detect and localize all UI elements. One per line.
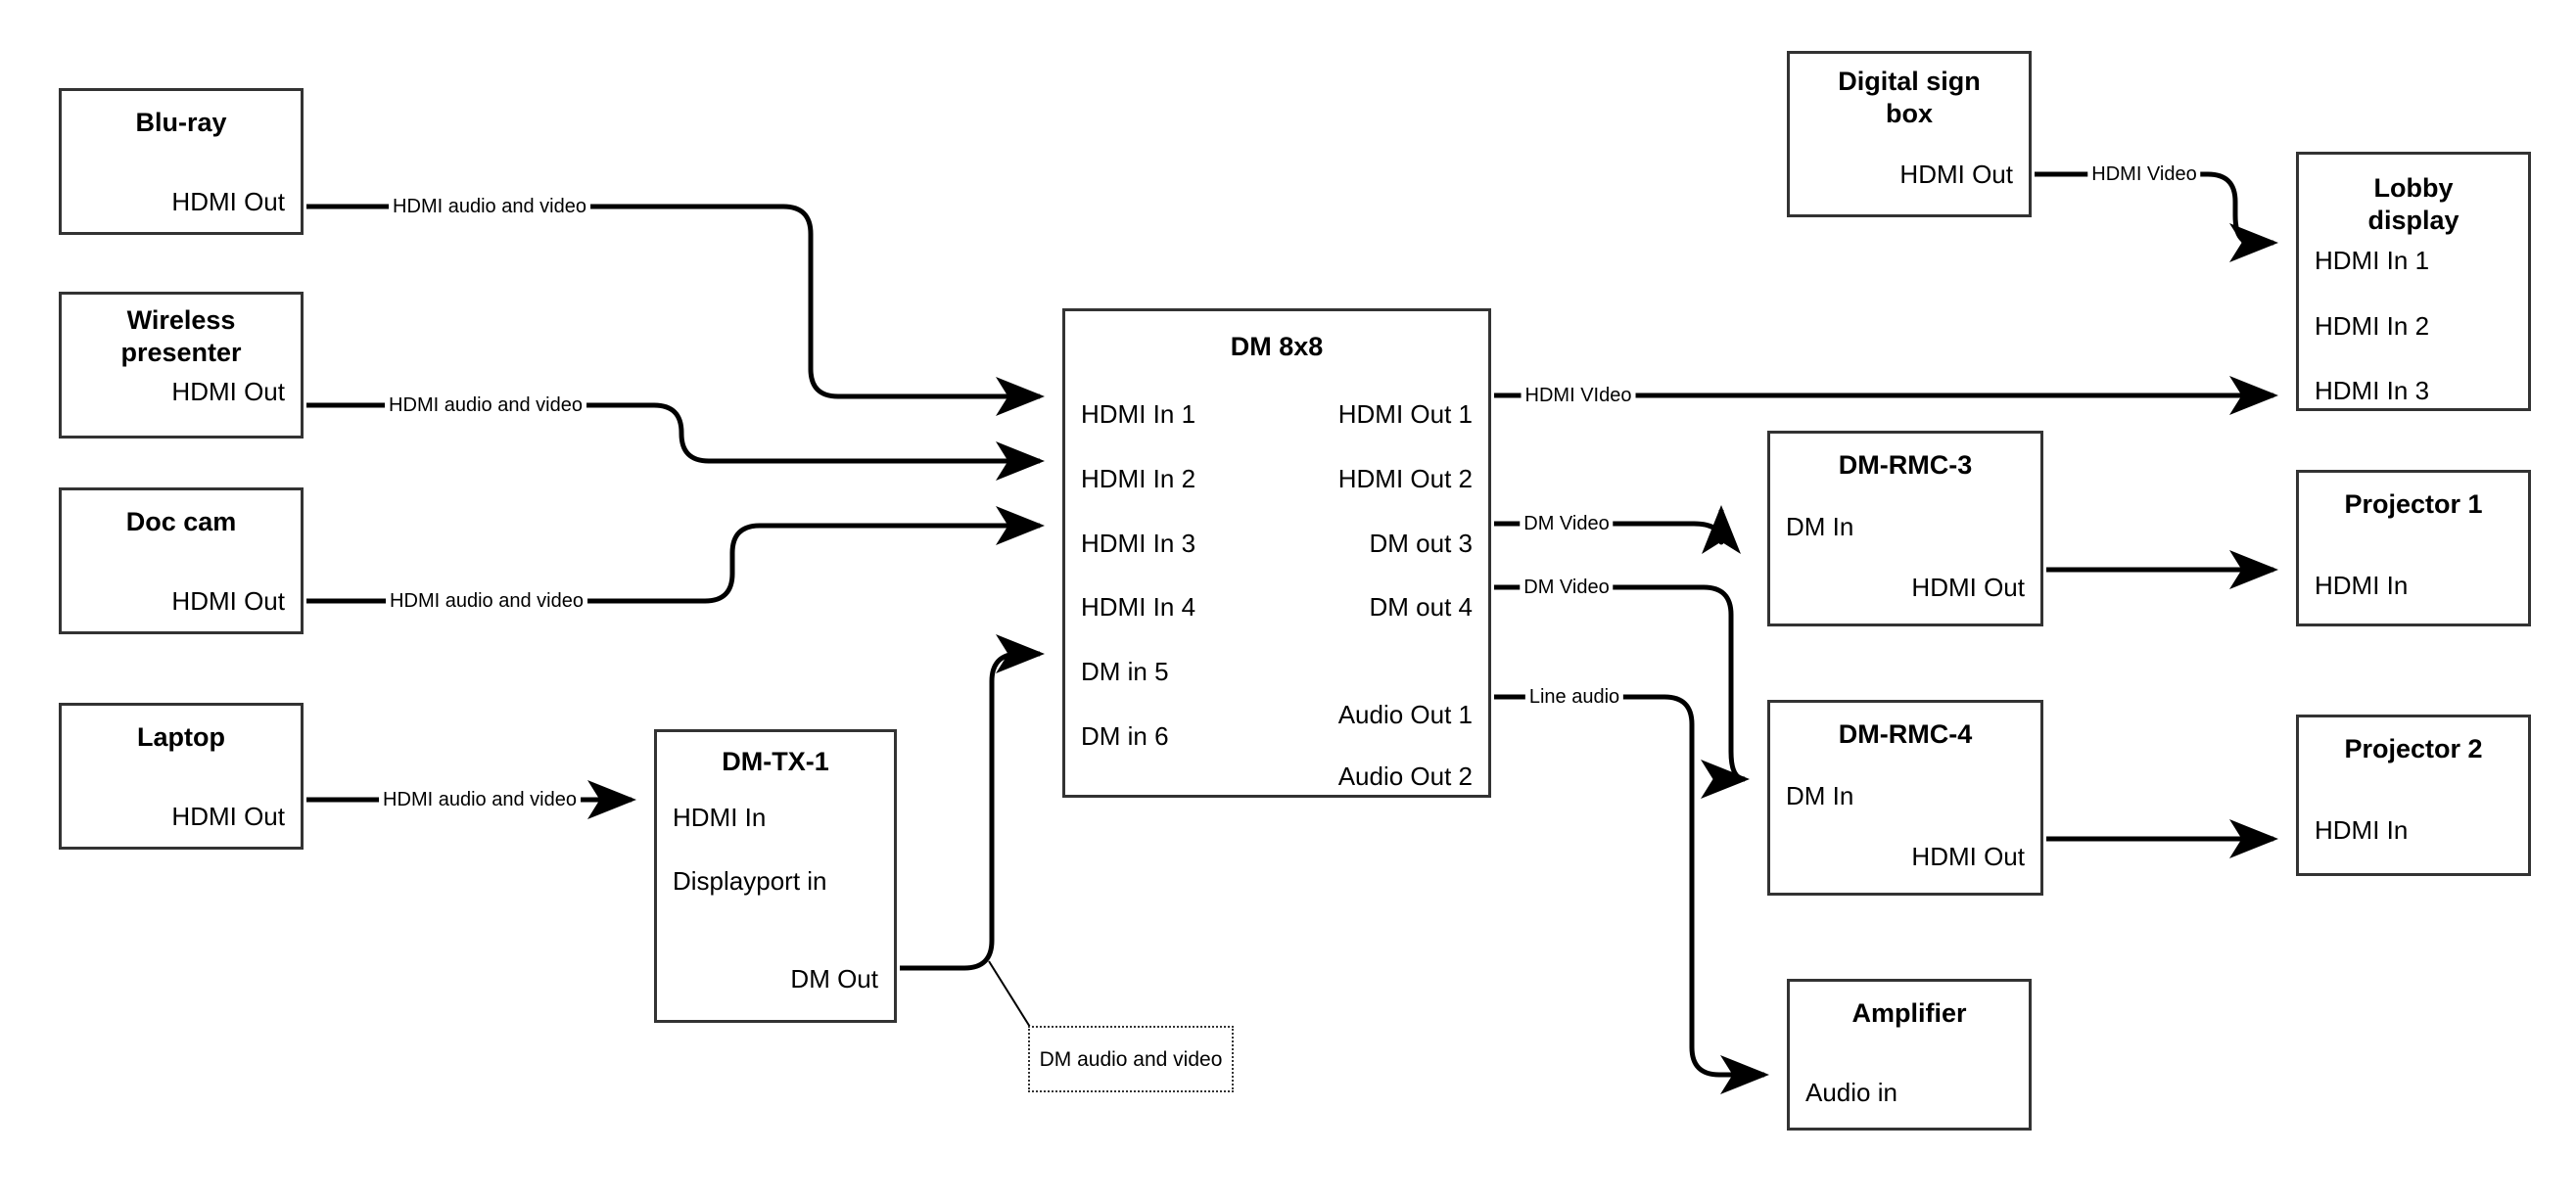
node-dm-rmc-4[interactable]: DM-RMC-4 DM In HDMI Out [1767, 700, 2043, 896]
node-title-projector-1: Projector 1 [2344, 489, 2483, 519]
node-title-dm-8x8: DM 8x8 [1230, 332, 1324, 361]
node-title-amplifier: Amplifier [1851, 998, 1967, 1028]
wire-label-audio-out-1-to-amplifier: Line audio [1524, 685, 1624, 709]
note-dm-audio-video-note: DM audio and video [1028, 1026, 1234, 1092]
node-title-laptop: Laptop [137, 722, 225, 752]
node-projector-2[interactable]: Projector 2 HDMI In [2296, 715, 2531, 876]
port-laptop-hdmi-out[interactable]: HDMI Out [171, 802, 285, 831]
node-title-doc-cam: Doc cam [125, 507, 237, 536]
port-dm-8x8-hdmi-in-2[interactable]: HDMI In 2 [1081, 464, 1196, 493]
port-dm-8x8-audio-out-1[interactable]: Audio Out 1 [1337, 700, 1473, 729]
port-dm-rmc-3-hdmi-out[interactable]: HDMI Out [1911, 573, 2025, 602]
node-title-lobby-display: Lobby display [2367, 173, 2459, 235]
port-dm-8x8-hdmi-in-4[interactable]: HDMI In 4 [1081, 592, 1196, 622]
port-wireless-presenter-hdmi-out[interactable]: HDMI Out [171, 377, 285, 406]
node-projector-1[interactable]: Projector 1 HDMI In [2296, 470, 2531, 626]
wire-label-doccam-to-dm-in-3: HDMI audio and video [386, 589, 587, 613]
port-dm-8x8-hdmi-in-1[interactable]: HDMI In 1 [1081, 399, 1196, 429]
wire-dm-out-4-to-rmc4 [1494, 584, 1750, 799]
port-lobby-display-hdmi-in-3[interactable]: HDMI In 3 [2315, 376, 2430, 405]
wire-bluray-to-dm-in-1 [306, 204, 1045, 416]
port-projector-1-hdmi-in[interactable]: HDMI In [2315, 571, 2409, 600]
port-dm-rmc-3-dm-in[interactable]: DM In [1786, 512, 1854, 541]
node-dm-rmc-3[interactable]: DM-RMC-3 DM In HDMI Out [1767, 431, 2043, 626]
node-title-dm-rmc-4: DM-RMC-4 [1838, 719, 1973, 749]
port-dm-tx-1-dm-out[interactable]: DM Out [790, 964, 878, 993]
node-title-digital-sign-box: Digital sign box [1838, 67, 1981, 128]
port-digital-sign-box-hdmi-out[interactable]: HDMI Out [1899, 160, 2013, 189]
port-dm-8x8-hdmi-in-3[interactable]: HDMI In 3 [1081, 529, 1196, 558]
node-title-wireless-presenter: Wireless presenter [120, 305, 242, 367]
port-dm-8x8-dm-in-6[interactable]: DM in 6 [1081, 721, 1169, 751]
port-dm-rmc-4-dm-in[interactable]: DM In [1786, 781, 1854, 810]
wire-label-dm-out-4-to-rmc4: DM Video [1520, 576, 1614, 599]
wire-label-wireless-to-dm-in-2: HDMI audio and video [385, 393, 586, 417]
node-title-dm-tx-1: DM-TX-1 [722, 747, 829, 776]
port-dm-tx-1-hdmi-in[interactable]: HDMI In [673, 803, 767, 832]
port-projector-2-hdmi-in[interactable]: HDMI In [2315, 815, 2409, 845]
port-dm-rmc-4-hdmi-out[interactable]: HDMI Out [1911, 842, 2025, 871]
wire-dmtx1-to-dm-in-5 [900, 634, 1045, 971]
wire-label-hdmi-out-1-to-lobby-hdmi-in-3: HDMI VIdeo [1521, 384, 1636, 407]
port-lobby-display-hdmi-in-1[interactable]: HDMI In 1 [2315, 246, 2430, 275]
port-doc-cam-hdmi-out[interactable]: HDMI Out [171, 586, 285, 616]
port-dm-8x8-dm-in-5[interactable]: DM in 5 [1081, 657, 1169, 686]
wire-label-dm-out-3-to-rmc3: DM Video [1520, 512, 1614, 535]
port-lobby-display-hdmi-in-2[interactable]: HDMI In 2 [2315, 311, 2430, 341]
port-bluray-hdmi-out[interactable]: HDMI Out [171, 187, 285, 216]
wire-label-bluray-to-dm-in-1: HDMI audio and video [389, 195, 590, 218]
node-title-bluray: Blu-ray [135, 108, 227, 137]
port-dm-tx-1-displayport-in[interactable]: Displayport in [673, 866, 827, 896]
port-dm-8x8-hdmi-out-2[interactable]: HDMI Out 2 [1337, 464, 1473, 493]
node-title-projector-2: Projector 2 [2344, 734, 2483, 763]
port-amplifier-audio-in[interactable]: Audio in [1805, 1078, 1897, 1107]
wire-audio-out-1-to-amplifier [1494, 694, 1769, 1094]
node-title-dm-rmc-3: DM-RMC-3 [1838, 450, 1973, 480]
port-dm-8x8-audio-out-2[interactable]: Audio Out 2 [1337, 762, 1473, 791]
wire-label-laptop-to-dmtx1: HDMI audio and video [379, 788, 581, 811]
port-dm-8x8-dm-out-3[interactable]: DM out 3 [1369, 529, 1474, 558]
port-dm-8x8-dm-out-4[interactable]: DM out 4 [1369, 592, 1474, 622]
port-dm-8x8-hdmi-out-1[interactable]: HDMI Out 1 [1337, 399, 1473, 429]
wire-label-digital-sign-to-lobby-hdmi-in-1: HDMI Video [2087, 162, 2201, 186]
